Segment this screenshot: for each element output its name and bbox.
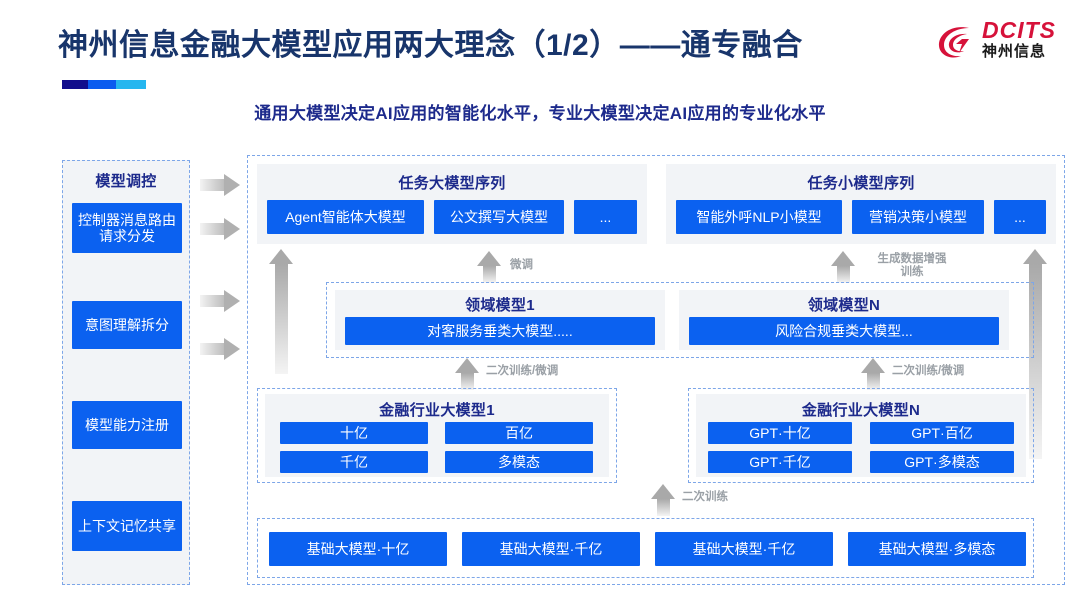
task-large-box-more[interactable]: ... xyxy=(574,200,637,234)
sidebar-panel: 模型调控 控制器消息路由请求分发 意图理解拆分 模型能力注册 上下文记忆共享 xyxy=(62,160,190,585)
industry-n-box-4[interactable]: GPT·多模态 xyxy=(870,451,1014,473)
industry-model-1-title: 金融行业大模型1 xyxy=(379,402,495,419)
domain-model-1-title: 领域模型1 xyxy=(465,297,535,314)
sidebar-item-label: 控制器消息路由请求分发 xyxy=(78,211,176,244)
page-subtitle: 通用大模型决定AI应用的智能化水平，专业大模型决定AI应用的专业化水平 xyxy=(254,104,826,123)
industry-model-n-title: 金融行业大模型N xyxy=(801,402,921,419)
sidebar-item-intent-parsing[interactable]: 意图理解拆分 xyxy=(72,301,182,349)
task-small-box-2[interactable]: 营销决策小模型 xyxy=(852,200,984,234)
arrow-up-left-tall-icon xyxy=(269,249,294,374)
domain-model-1-panel: 领域模型1 对客服务垂类大模型..... xyxy=(335,290,665,350)
domain-model-1-box[interactable]: 对客服务垂类大模型..... xyxy=(345,317,655,345)
industry-n-box-3[interactable]: GPT·千亿 xyxy=(708,451,852,473)
base-model-box-2[interactable]: 基础大模型·千亿 xyxy=(462,532,640,566)
task-small-box-2-label: 营销决策小模型 xyxy=(869,208,967,225)
task-large-model-panel: 任务大模型序列 Agent智能体大模型 公文撰写大模型 ... xyxy=(257,164,647,244)
sidebar-item-label: 上下文记忆共享 xyxy=(78,517,176,534)
industry-1-box-2-label: 百亿 xyxy=(505,424,533,441)
industry-1-box-4[interactable]: 多模态 xyxy=(445,451,593,473)
industry-model-n-panel: 金融行业大模型N GPT·十亿 GPT·百亿 GPT·千亿 GPT·多模态 xyxy=(696,394,1026,477)
accent-segment-1 xyxy=(62,80,88,89)
industry-n-box-4-label: GPT·多模态 xyxy=(904,453,980,470)
base-model-box-3[interactable]: 基础大模型·千亿 xyxy=(655,532,833,566)
sidebar-title: 模型调控 xyxy=(95,173,157,190)
arrow-up-right-tall-icon xyxy=(1023,249,1048,459)
task-small-box-more[interactable]: ... xyxy=(994,200,1046,234)
sidebar-arrow-3-icon xyxy=(200,290,242,312)
industry-n-box-2[interactable]: GPT·百亿 xyxy=(870,422,1014,444)
task-large-box-1[interactable]: Agent智能体大模型 xyxy=(267,200,424,234)
logo-brand-cn: 神州信息 xyxy=(982,43,1047,60)
accent-segment-2 xyxy=(88,80,116,89)
domain-model-container: 领域模型1 对客服务垂类大模型..... 领域模型N 风险合规垂类大模型... xyxy=(326,282,1034,358)
base-model-box-1-label: 基础大模型·十亿 xyxy=(306,540,410,557)
sidebar-item-controller-routing[interactable]: 控制器消息路由请求分发 xyxy=(72,203,182,253)
arrow-up-retrain-left-icon xyxy=(455,358,480,390)
sidebar-arrow-4-icon xyxy=(200,338,242,360)
dcits-logo: DCITS 神州信息 xyxy=(936,16,1066,70)
industry-model-1-panel: 金融行业大模型1 十亿 百亿 千亿 多模态 xyxy=(265,394,609,477)
industry-n-box-3-label: GPT·千亿 xyxy=(749,453,811,470)
industry-1-box-3[interactable]: 千亿 xyxy=(280,451,428,473)
domain-model-n-box-label: 风险合规垂类大模型... xyxy=(775,322,913,339)
industry-n-box-2-label: GPT·百亿 xyxy=(911,424,973,441)
sidebar-item-label: 模型能力注册 xyxy=(85,416,169,433)
sidebar-arrow-1-icon xyxy=(200,174,242,196)
connector-label-data-aug: 生成数据增强 训练 xyxy=(877,253,947,278)
accent-segment-3 xyxy=(116,80,146,89)
task-small-box-1[interactable]: 智能外呼NLP小模型 xyxy=(676,200,842,234)
connector-label-retrain: 二次训练 xyxy=(682,491,728,503)
industry-model-1-container: 金融行业大模型1 十亿 百亿 千亿 多模态 xyxy=(257,388,617,483)
task-large-box-more-label: ... xyxy=(599,208,612,225)
base-model-box-4[interactable]: 基础大模型·多模态 xyxy=(848,532,1026,566)
task-large-box-2-label: 公文撰写大模型 xyxy=(450,208,548,225)
industry-model-n-container: 金融行业大模型N GPT·十亿 GPT·百亿 GPT·千亿 GPT·多模态 xyxy=(688,388,1034,483)
arrow-up-retrain-base-icon xyxy=(651,484,676,516)
industry-1-box-4-label: 多模态 xyxy=(498,453,540,470)
industry-1-box-1-label: 十亿 xyxy=(340,424,368,441)
connector-label-retrain-left: 二次训练/微调 xyxy=(486,365,559,377)
logo-brand: DCITS xyxy=(982,17,1056,43)
arrow-up-data-aug-icon xyxy=(831,251,856,283)
base-model-box-4-label: 基础大模型·多模态 xyxy=(878,540,996,557)
sidebar-item-capability-registry[interactable]: 模型能力注册 xyxy=(72,401,182,449)
page-title: 神州信息金融大模型应用两大理念（1/2）——通专融合 xyxy=(58,29,803,62)
task-small-model-title: 任务小模型序列 xyxy=(807,175,915,192)
base-model-box-3-label: 基础大模型·千亿 xyxy=(692,540,796,557)
connector-label-retrain-right: 二次训练/微调 xyxy=(892,365,965,377)
industry-n-box-1-label: GPT·十亿 xyxy=(749,424,811,441)
domain-model-1-box-label: 对客服务垂类大模型..... xyxy=(427,322,573,339)
task-small-box-1-label: 智能外呼NLP小模型 xyxy=(696,208,822,225)
sidebar-item-context-memory[interactable]: 上下文记忆共享 xyxy=(72,501,182,551)
arrow-up-finetune-icon xyxy=(477,251,502,283)
title-accent-bar xyxy=(62,80,146,89)
dcits-swirl-icon xyxy=(938,27,969,58)
arrow-up-retrain-right-icon xyxy=(861,358,886,390)
sidebar-arrow-2-icon xyxy=(200,218,242,240)
task-small-box-more-label: ... xyxy=(1014,208,1026,225)
base-model-container: 基础大模型·十亿 基础大模型·千亿 基础大模型·千亿 基础大模型·多模态 xyxy=(257,518,1034,578)
domain-model-n-box[interactable]: 风险合规垂类大模型... xyxy=(689,317,999,345)
base-model-box-2-label: 基础大模型·千亿 xyxy=(499,540,603,557)
industry-1-box-1[interactable]: 十亿 xyxy=(280,422,428,444)
task-large-box-1-label: Agent智能体大模型 xyxy=(285,208,406,225)
sidebar-item-label: 意图理解拆分 xyxy=(85,316,169,333)
diagram-container: 任务大模型序列 Agent智能体大模型 公文撰写大模型 ... 任务小模型序列 … xyxy=(247,155,1065,585)
domain-model-n-title: 领域模型N xyxy=(807,297,881,314)
industry-1-box-2[interactable]: 百亿 xyxy=(445,422,593,444)
task-small-model-panel: 任务小模型序列 智能外呼NLP小模型 营销决策小模型 ... xyxy=(666,164,1056,244)
base-model-box-1[interactable]: 基础大模型·十亿 xyxy=(269,532,447,566)
task-large-box-2[interactable]: 公文撰写大模型 xyxy=(434,200,564,234)
task-large-model-title: 任务大模型序列 xyxy=(398,175,506,192)
industry-1-box-3-label: 千亿 xyxy=(340,453,368,470)
domain-model-n-panel: 领域模型N 风险合规垂类大模型... xyxy=(679,290,1009,350)
industry-n-box-1[interactable]: GPT·十亿 xyxy=(708,422,852,444)
logo-wordmark: DCITS 神州信息 xyxy=(982,18,1056,61)
connector-label-finetune: 微调 xyxy=(510,259,533,271)
